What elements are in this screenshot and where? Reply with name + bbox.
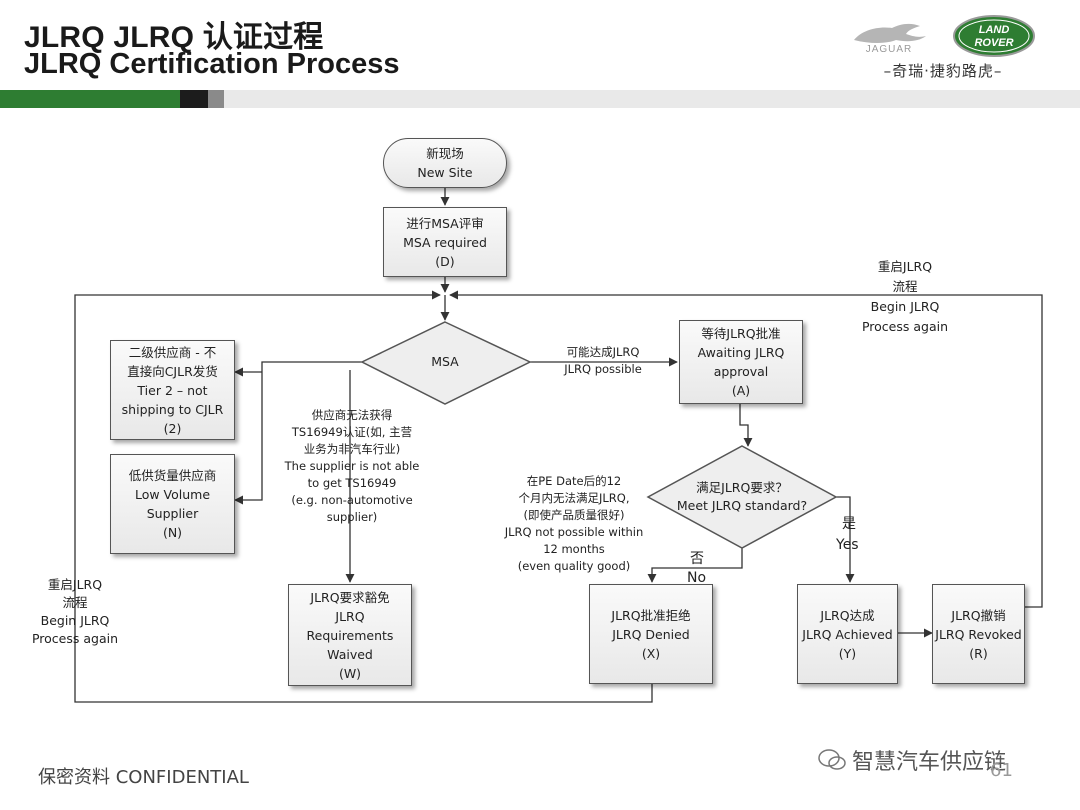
node-low-volume-en2: Supplier: [146, 506, 199, 521]
page-title-en: JLRQ Certification Process: [24, 48, 400, 80]
edge-rr-en2: Process again: [861, 319, 949, 334]
edge-np-cn2: 个月内无法满足JLRQ,: [518, 491, 630, 505]
node-waived-en2: Requirements: [306, 627, 394, 643]
node-requirements-waived: JLRQ要求豁免 JLRQ Requirements Waived (W): [288, 584, 412, 686]
edge-np-en3: (even quality good): [517, 559, 631, 573]
node-waived-en1: JLRQ: [335, 608, 365, 624]
node-tier2-cn1: 二级供应商 - 不: [128, 344, 217, 360]
edge-ts-cn2: TS16949认证(如, 主营: [291, 425, 413, 439]
meet-standard-en: Meet JLRQ standard?: [676, 498, 808, 513]
node-waived-code: (W): [338, 665, 362, 681]
node-msa-required: 进行MSA评审 MSA required (D): [383, 207, 507, 277]
node-achieved-en: JLRQ Achieved: [802, 626, 893, 642]
edge-label-not-possible: 在PE Date后的12 个月内无法满足JLRQ, (即使产品质量很好) JLR…: [494, 473, 654, 575]
node-jlrq-denied: JLRQ批准拒绝 JLRQ Denied (X): [589, 584, 713, 684]
edge-np-en1: JLRQ not possible within: [504, 525, 644, 539]
meet-standard-cn: 满足JLRQ要求？: [696, 480, 788, 495]
edge-ts-en1: The supplier is not able: [284, 459, 420, 473]
node-new-site: 新现场 New Site: [383, 138, 507, 188]
edge-rr-cn1: 重启JLRQ: [877, 259, 933, 274]
node-tier2-en1: Tier 2 – not: [137, 382, 208, 398]
node-achieved-cn: JLRQ达成: [820, 607, 875, 623]
edge-label-ts16949: 供应商无法获得 TS16949认证(如, 主营 业务为非汽车行业) The su…: [262, 407, 442, 526]
edge-rl-en1: Begin JLRQ: [40, 613, 110, 628]
node-revoked-cn: JLRQ撤销: [951, 607, 1006, 623]
node-awaiting-en2: approval: [713, 364, 769, 379]
node-revoked-code: (R): [969, 645, 988, 661]
no-label-en: No: [687, 570, 707, 586]
node-tier2-code: (2): [163, 420, 182, 436]
jaguar-logo-text: JAGUAR: [865, 44, 913, 55]
edge-rl-cn2: 流程: [62, 595, 88, 610]
edge-label-restart-left: 重启JLRQ 流程 Begin JLRQ Process again: [20, 576, 130, 648]
no-label-cn: 否: [690, 551, 704, 567]
node-revoked-en: JLRQ Revoked: [935, 626, 1022, 642]
meet-standard-label: 满足JLRQ要求？ Meet JLRQ standard?: [662, 479, 822, 515]
node-waived-cn: JLRQ要求豁免: [310, 589, 390, 605]
node-denied-cn: JLRQ批准拒绝: [611, 607, 691, 623]
node-jlrq-revoked: JLRQ撤销 JLRQ Revoked (R): [932, 584, 1025, 684]
edge-ts-en3: (e.g. non-automotive: [291, 493, 413, 507]
edge-ts-en4: supplier): [326, 510, 378, 524]
node-achieved-code: (Y): [838, 645, 857, 661]
confidential-label: 保密资料 CONFIDENTIAL: [38, 767, 249, 788]
edge-np-en2: 12 months: [543, 542, 605, 556]
edge-rr-cn2: 流程: [892, 279, 918, 294]
header-band-grey: [208, 90, 224, 108]
meet-standard-decision-diamond: [646, 445, 838, 549]
edge-ts-cn3: 业务为非汽车行业): [303, 442, 401, 456]
node-tier2-en2: shipping to CJLR: [121, 401, 224, 417]
edge-possible-cn: 可能达成JLRQ: [566, 345, 640, 359]
jaguar-logo-icon: [854, 23, 926, 43]
edge-np-cn3: (即使产品质量很好): [523, 508, 625, 522]
brand-name-cn: –奇瑞·捷豹路虎–: [883, 62, 1003, 80]
edge-possible-en: JLRQ possible: [564, 362, 642, 376]
watermark-text: 智慧汽车供应链: [852, 750, 1007, 775]
edge-ts-cn1: 供应商无法获得: [311, 408, 393, 422]
yes-label-cn: 是: [842, 516, 856, 532]
node-awaiting-code: (A): [731, 383, 751, 398]
node-awaiting-cn: 等待JLRQ批准: [701, 326, 781, 341]
node-tier2-cn2: 直接向CJLR发货: [127, 363, 218, 379]
header-band-dark: [180, 90, 208, 108]
edge-ts-en2: to get TS16949: [307, 476, 397, 490]
msa-decision-label: MSA: [431, 354, 459, 369]
land-rover-logo-line1: LAND: [979, 24, 1010, 36]
edge-label-jlrq-possible: 可能达成JLRQ JLRQ possible: [548, 344, 658, 378]
edge-np-cn1: 在PE Date后的12: [526, 474, 622, 488]
node-low-volume-code: (N): [162, 525, 183, 540]
node-low-volume-en1: Low Volume: [134, 487, 211, 502]
node-awaiting-en1: Awaiting JLRQ: [697, 345, 785, 360]
node-jlrq-achieved: JLRQ达成 JLRQ Achieved (Y): [797, 584, 898, 684]
header-band-green: [0, 90, 180, 108]
edge-label-restart-right: 重启JLRQ 流程 Begin JLRQ Process again: [850, 257, 960, 337]
edge-rr-en1: Begin JLRQ: [870, 299, 940, 314]
wechat-icon: [818, 749, 846, 770]
node-low-volume-cn: 低供货量供应商: [128, 468, 217, 483]
node-msa-required-cn: 进行MSA评审: [406, 215, 484, 231]
edge-rl-en2: Process again: [31, 631, 119, 646]
node-denied-code: (X): [641, 645, 661, 661]
node-waived-en3: Waived: [327, 646, 373, 662]
node-denied-en: JLRQ Denied: [612, 626, 690, 642]
node-low-volume-supplier: 低供货量供应商 Low Volume Supplier (N): [110, 454, 235, 554]
node-msa-required-code: (D): [435, 253, 455, 269]
msa-decision-diamond: [360, 321, 532, 405]
node-awaiting-approval: 等待JLRQ批准 Awaiting JLRQ approval (A): [679, 320, 803, 404]
node-tier2-supplier: 二级供应商 - 不 直接向CJLR发货 Tier 2 – not shippin…: [110, 340, 235, 440]
node-new-site-cn: 新现场: [426, 146, 464, 161]
yes-label-en: Yes: [836, 537, 859, 553]
land-rover-logo-icon: LAND ROVER: [953, 15, 1035, 57]
header-band-light: [224, 90, 1080, 108]
land-rover-logo-line2: ROVER: [974, 37, 1013, 49]
edge-rl-cn1: 重启JLRQ: [47, 577, 103, 592]
node-new-site-en: New Site: [417, 165, 473, 180]
page-title-cn: JLRQ JLRQ 认证过程: [24, 21, 324, 54]
page-number: 61: [990, 760, 1013, 781]
node-msa-required-en: MSA required: [403, 234, 487, 250]
